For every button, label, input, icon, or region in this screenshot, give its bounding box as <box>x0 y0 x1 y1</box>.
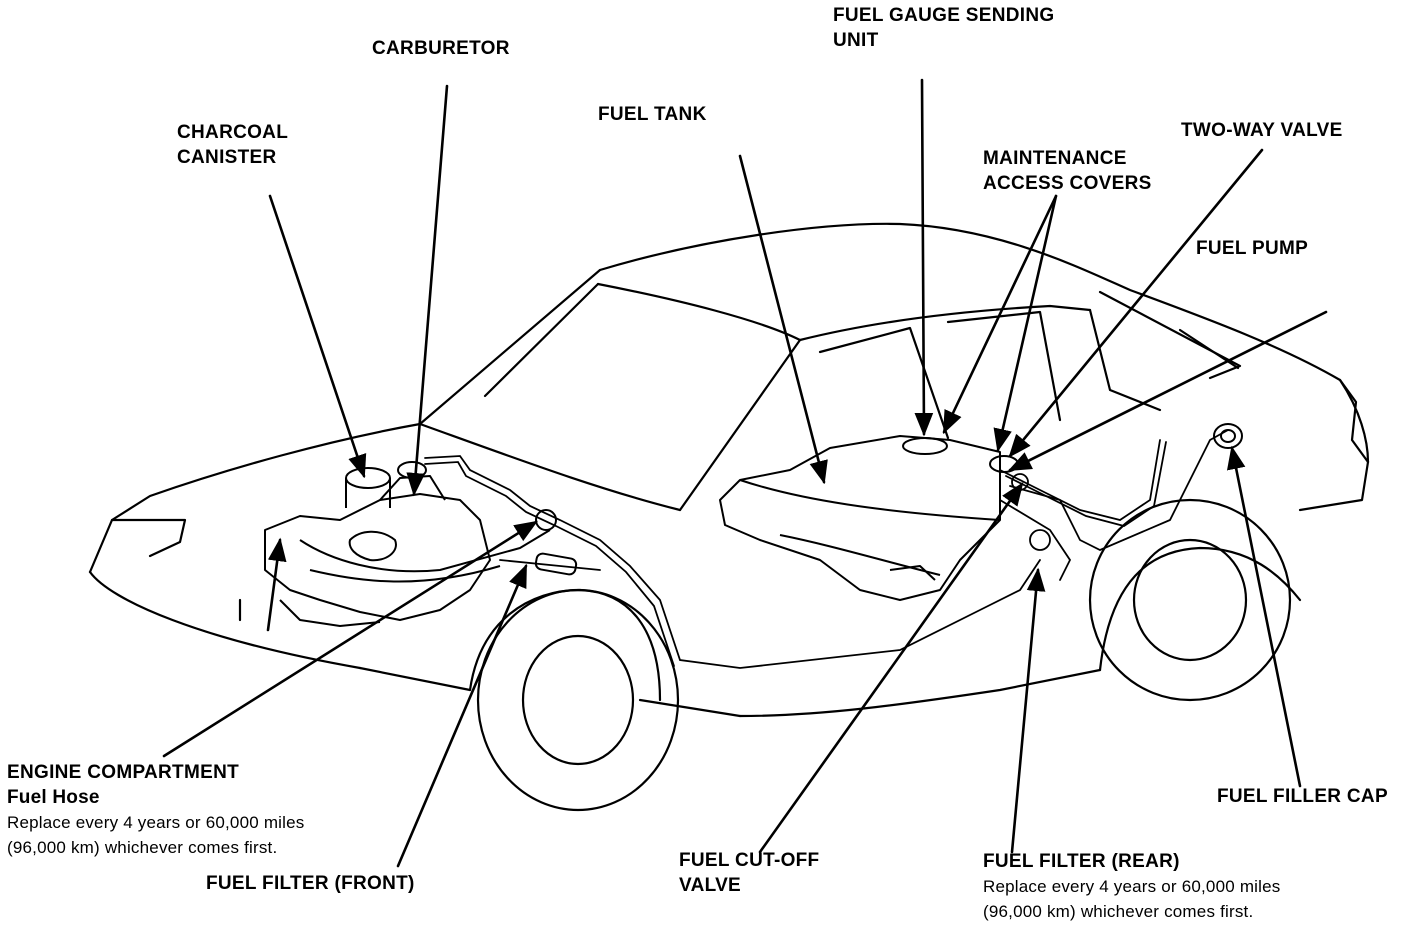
label-fuel-filler-cap-text: FUEL FILLER CAP <box>1217 786 1388 807</box>
leader-lines <box>162 78 1328 868</box>
leader-fuel-filter-rear <box>1010 567 1046 854</box>
leader-fuel-filler-cap <box>1226 445 1302 788</box>
label-carburetor: CARBURETOR <box>372 36 510 61</box>
label-charcoal-canister-line1: CHARCOAL <box>177 122 289 143</box>
fuel-tank <box>719 435 1019 601</box>
label-charcoal-canister-line2: CANISTER <box>177 147 277 168</box>
label-fuel-gauge-line2: UNIT <box>833 30 879 51</box>
label-engine-compartment: ENGINE COMPARTMENT Fuel Hose Replace eve… <box>7 760 305 860</box>
label-fuel-cut-off-valve: FUEL CUT-OFF VALVE <box>679 848 819 898</box>
rear-wheel <box>1088 498 1292 702</box>
label-fuel-gauge-sending-unit: FUEL GAUGE SENDING UNIT <box>833 3 1054 53</box>
label-fuel-filler-cap: FUEL FILLER CAP <box>1217 784 1388 809</box>
label-maintenance-line2: ACCESS COVERS <box>983 173 1152 194</box>
label-charcoal-canister: CHARCOAL CANISTER <box>177 120 288 170</box>
label-fuel-filter-rear-title: FUEL FILTER (REAR) <box>983 851 1180 872</box>
label-engine-compartment-note-line1: Replace every 4 years or 60,000 miles <box>7 813 305 832</box>
label-fuel-filter-front: FUEL FILTER (FRONT) <box>206 871 415 896</box>
label-fuel-filter-rear-note-line2: (96,000 km) whichever comes first. <box>983 902 1254 921</box>
label-fuel-filter-rear: FUEL FILTER (REAR) Replace every 4 years… <box>983 849 1281 924</box>
front-wheel <box>476 588 680 812</box>
front-fuel-filter <box>534 552 578 576</box>
label-fuel-tank: FUEL TANK <box>598 102 707 127</box>
label-fuel-filter-front-text: FUEL FILTER (FRONT) <box>206 873 415 894</box>
label-fuel-gauge-line1: FUEL GAUGE SENDING <box>833 5 1055 26</box>
leader-engine-fuel-hose-2 <box>266 537 287 632</box>
car-body <box>88 222 1370 718</box>
label-engine-compartment-title: ENGINE COMPARTMENT <box>7 762 239 783</box>
label-maintenance-line1: MAINTENANCE <box>983 148 1127 169</box>
label-maintenance-access-covers: MAINTENANCE ACCESS COVERS <box>983 146 1152 196</box>
label-two-way-valve: TWO-WAY VALVE <box>1181 118 1343 143</box>
label-engine-compartment-subtitle: Fuel Hose <box>7 787 100 808</box>
leader-fuel-tank <box>738 154 828 485</box>
label-carburetor-text: CARBURETOR <box>372 38 510 59</box>
label-fuel-tank-text: FUEL TANK <box>598 104 707 125</box>
leader-carburetor <box>406 84 449 497</box>
leader-fuel-gauge-sending-unit <box>914 78 934 437</box>
leader-fuel-cut-off-valve <box>758 482 1024 854</box>
leader-engine-fuel-hose <box>162 520 538 758</box>
label-fuel-filter-rear-note-line1: Replace every 4 years or 60,000 miles <box>983 877 1281 896</box>
label-fuel-pump-text: FUEL PUMP <box>1196 238 1309 259</box>
label-fuel-cut-off-line2: VALVE <box>679 875 742 896</box>
label-fuel-cut-off-line1: FUEL CUT-OFF <box>679 850 820 871</box>
leader-fuel-pump <box>1007 310 1328 472</box>
label-engine-compartment-note-line2: (96,000 km) whichever comes first. <box>7 838 278 857</box>
leader-two-way-valve <box>1008 148 1264 458</box>
fuel-lines <box>424 429 1229 669</box>
leader-maintenance-cover-2 <box>993 194 1058 453</box>
label-fuel-pump: FUEL PUMP <box>1196 236 1308 261</box>
leader-charcoal-canister <box>268 194 367 479</box>
leader-maintenance-cover-1 <box>942 194 1058 435</box>
leader-fuel-filter-front <box>396 563 528 868</box>
engine <box>264 461 557 627</box>
label-two-way-valve-text: TWO-WAY VALVE <box>1181 120 1343 141</box>
